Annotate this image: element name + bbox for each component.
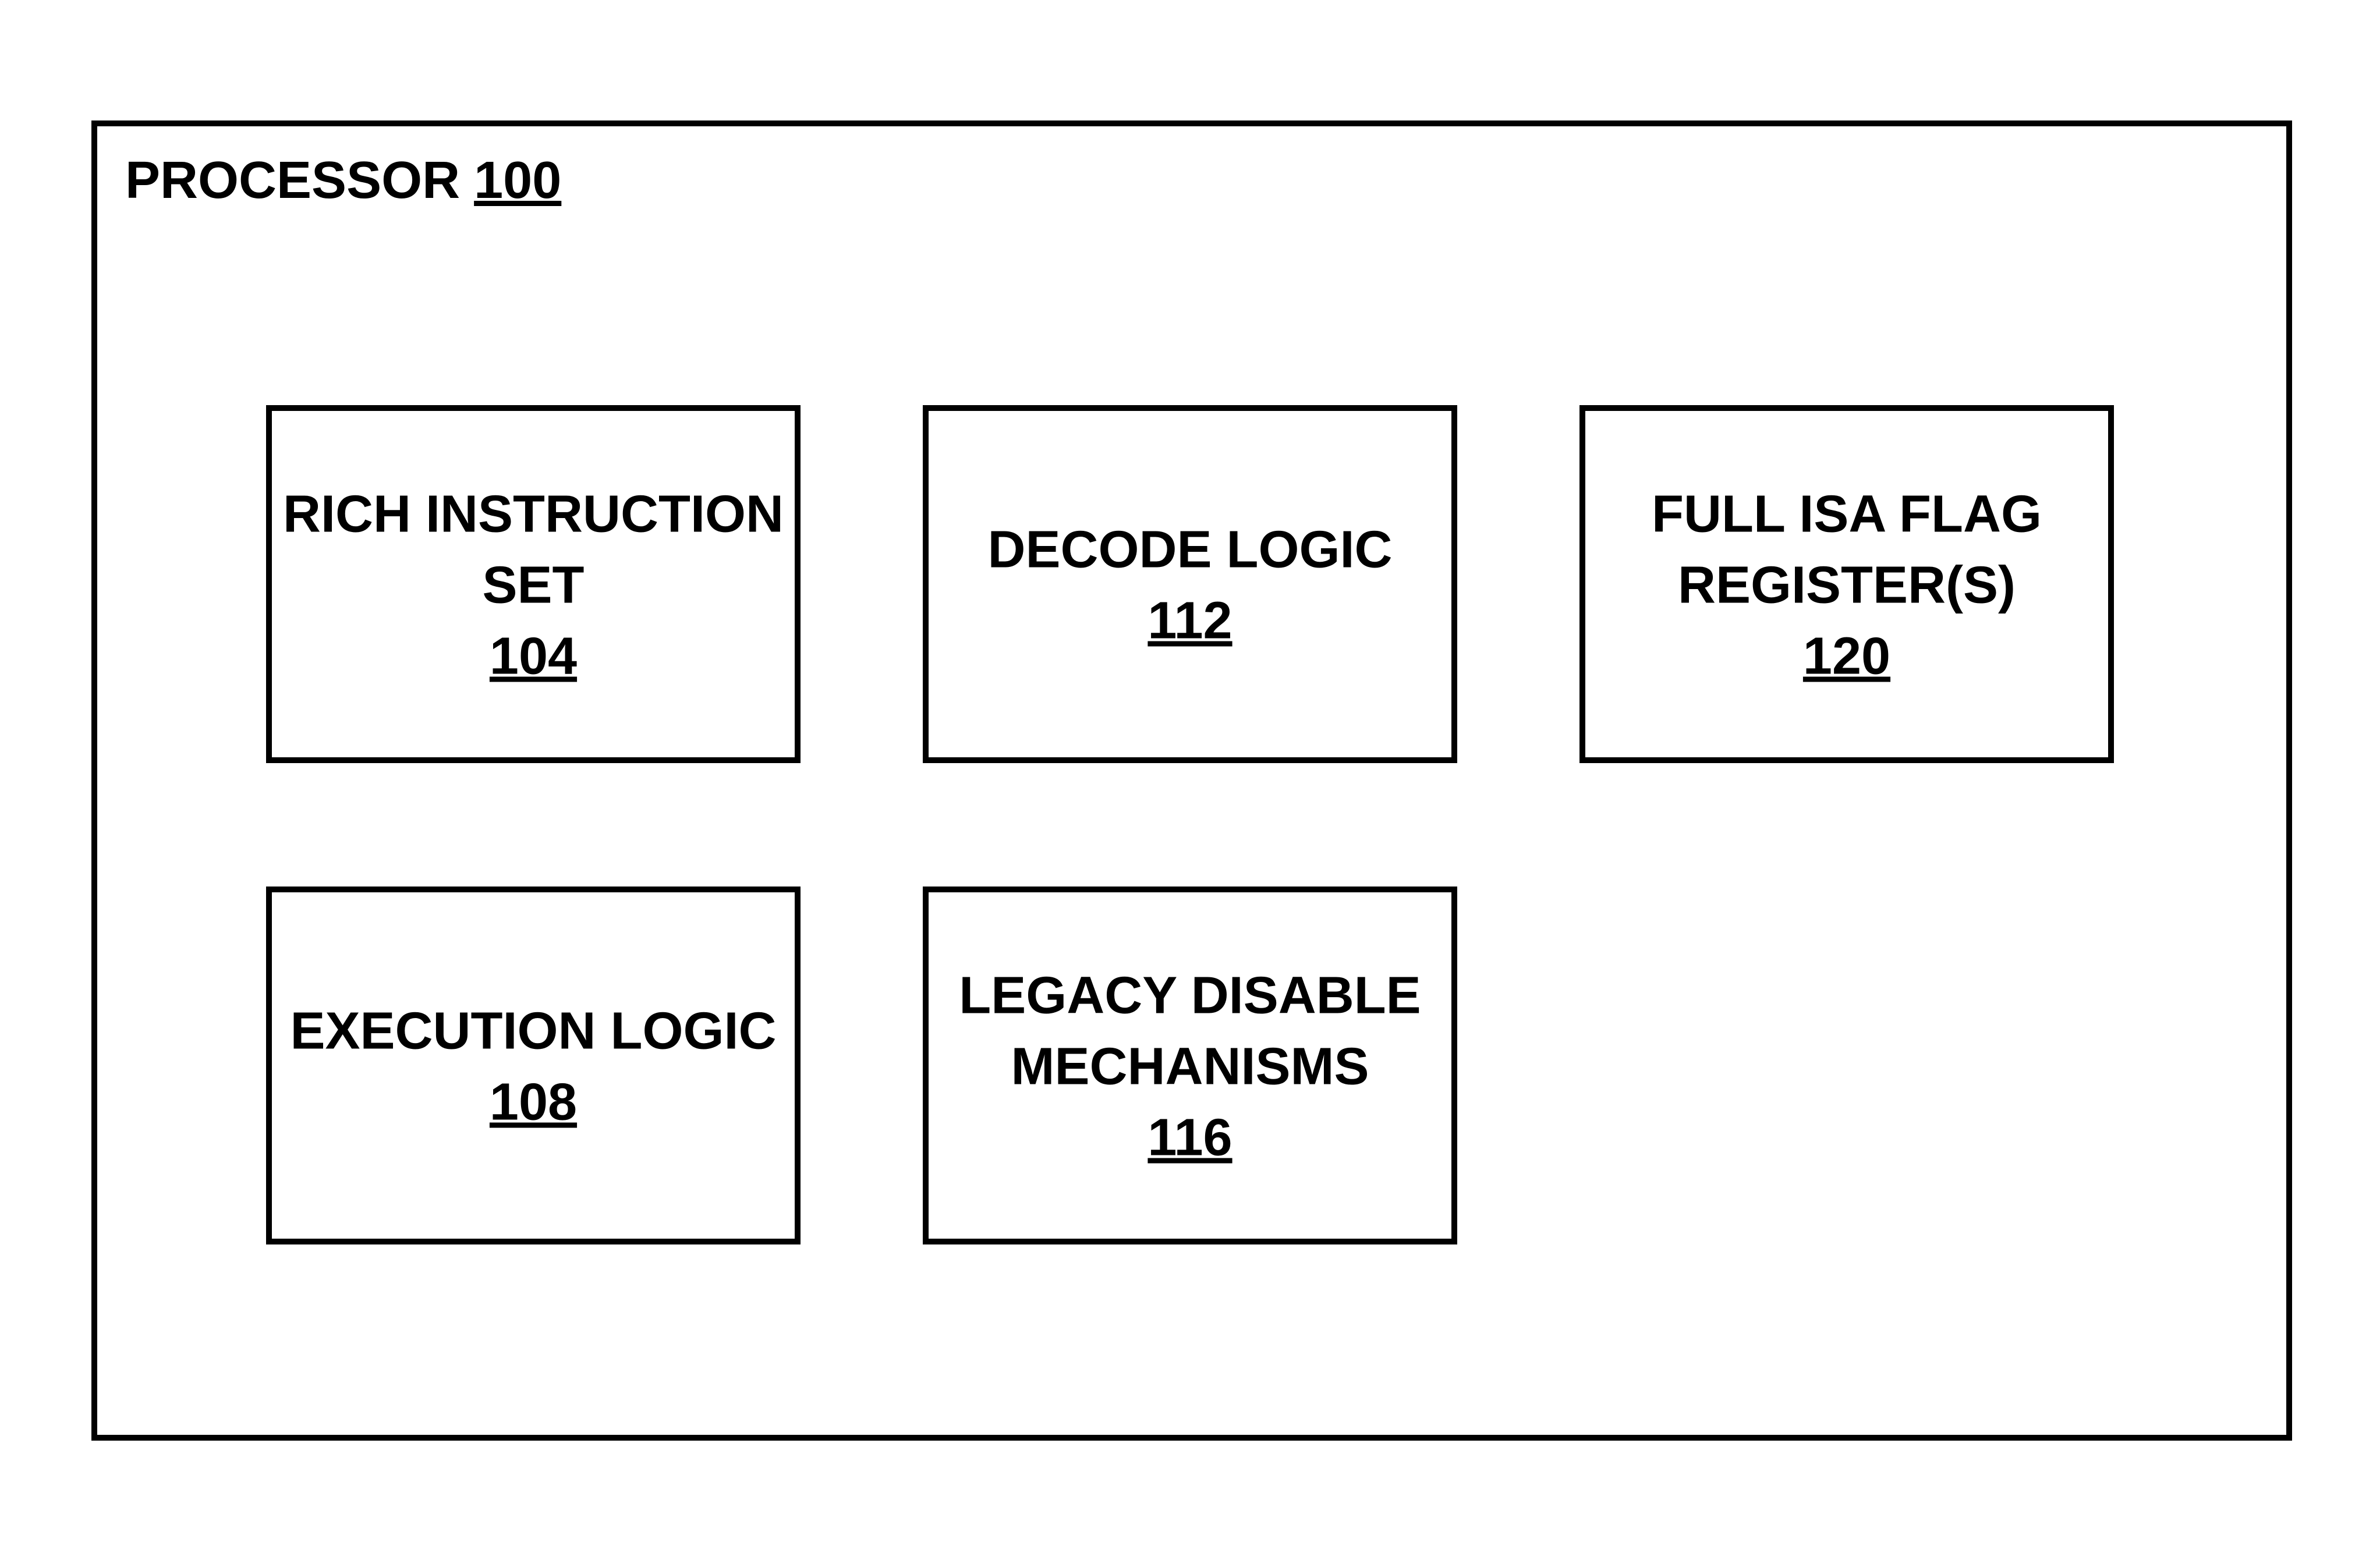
block-legacy-disable-mechanisms: LEGACY DISABLE MECHANISMS 116 — [923, 887, 1457, 1244]
block-group: RICH INSTRUCTION SET 104 DECODE LOGIC 112 FUL… — [266, 405, 2114, 1244]
block-ref-number: 108 — [490, 1073, 577, 1132]
processor-frame — [91, 120, 2292, 1441]
block-box — [1579, 405, 2114, 763]
block-label-line: EXECUTION LOGIC — [290, 1002, 776, 1061]
block-box — [923, 405, 1457, 763]
block-ref-number: 116 — [1148, 1109, 1232, 1167]
block-full-isa-flag-registers: FULL ISA FLAG REGISTER(S) 120 — [1579, 405, 2114, 763]
processor-title-label: PROCESSOR — [125, 151, 460, 210]
block-ref-number: 104 — [490, 627, 577, 686]
block-ref-number: 120 — [1803, 627, 1890, 686]
block-label-line: FULL ISA FLAG — [1652, 485, 2042, 544]
block-label-line: RICH INSTRUCTION — [283, 485, 784, 544]
block-ref-number: 112 — [1148, 592, 1232, 650]
block-rich-instruction-set: RICH INSTRUCTION SET 104 — [266, 405, 801, 763]
block-execution-logic: EXECUTION LOGIC 108 — [266, 887, 801, 1244]
block-box — [266, 887, 801, 1244]
block-box — [923, 887, 1457, 1244]
block-box — [266, 405, 801, 763]
block-label-line: SET — [482, 556, 584, 615]
block-label-line: DECODE LOGIC — [987, 521, 1392, 579]
processor-ref-number: 100 — [474, 151, 561, 210]
block-label-line: MECHANISMS — [1011, 1038, 1369, 1096]
block-label-line: REGISTER(S) — [1678, 556, 2016, 615]
block-decode-logic: DECODE LOGIC 112 — [923, 405, 1457, 763]
block-label-line: LEGACY DISABLE — [959, 967, 1421, 1025]
